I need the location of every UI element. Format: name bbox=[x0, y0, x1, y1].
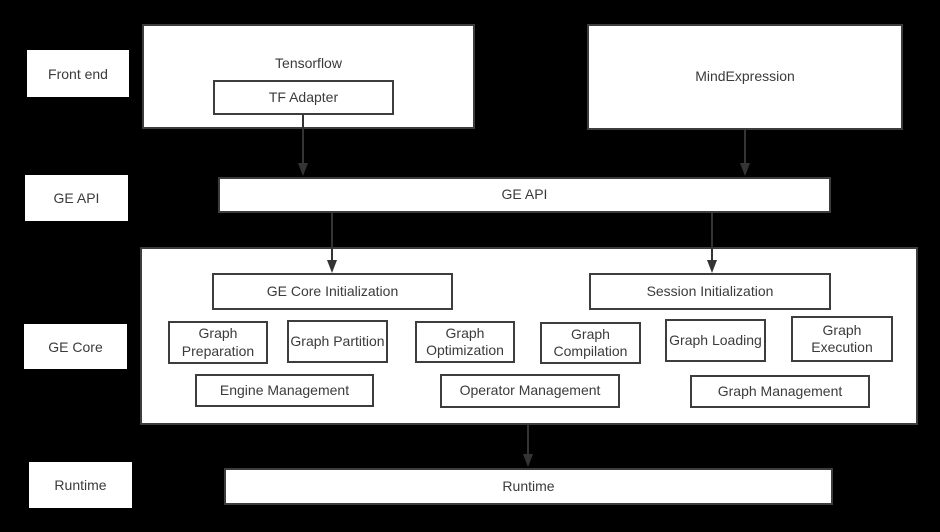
layer-label-ge-api: GE API bbox=[25, 175, 128, 221]
graph-management-box: Graph Management bbox=[690, 375, 870, 408]
graph-loading-box: Graph Loading bbox=[665, 319, 766, 362]
arrow-ge-api-to-ge-core-initialization bbox=[327, 213, 337, 273]
ge-core-initialization-box: GE Core Initialization bbox=[212, 273, 453, 310]
layer-label-runtime: Runtime bbox=[29, 462, 132, 508]
tensorflow-label: Tensorflow bbox=[275, 55, 342, 71]
arrow-tf-adapter-to-ge-api bbox=[298, 115, 308, 176]
layer-label-ge-core: GE Core bbox=[24, 324, 127, 369]
arrow-ge-core-to-runtime bbox=[523, 425, 533, 467]
arrow-ge-api-to-session-initialization bbox=[707, 213, 717, 273]
ge-api-bar: GE API bbox=[218, 177, 831, 213]
session-initialization-box: Session Initialization bbox=[589, 273, 831, 310]
graph-preparation-box: Graph Preparation bbox=[168, 321, 268, 364]
graph-compilation-box: Graph Compilation bbox=[540, 322, 641, 364]
tf-adapter-box: TF Adapter bbox=[213, 80, 394, 115]
engine-management-box: Engine Management bbox=[195, 374, 374, 407]
graph-partition-box: Graph Partition bbox=[287, 320, 388, 363]
graph-execution-box: Graph Execution bbox=[791, 316, 893, 362]
runtime-bar: Runtime bbox=[224, 468, 833, 505]
operator-management-box: Operator Management bbox=[440, 374, 620, 408]
arrow-mindexpression-to-ge-api bbox=[740, 130, 750, 176]
graph-optimization-box: Graph Optimization bbox=[415, 321, 515, 363]
layer-label-front-end: Front end bbox=[27, 50, 129, 97]
mindexpression-box: MindExpression bbox=[587, 24, 903, 130]
